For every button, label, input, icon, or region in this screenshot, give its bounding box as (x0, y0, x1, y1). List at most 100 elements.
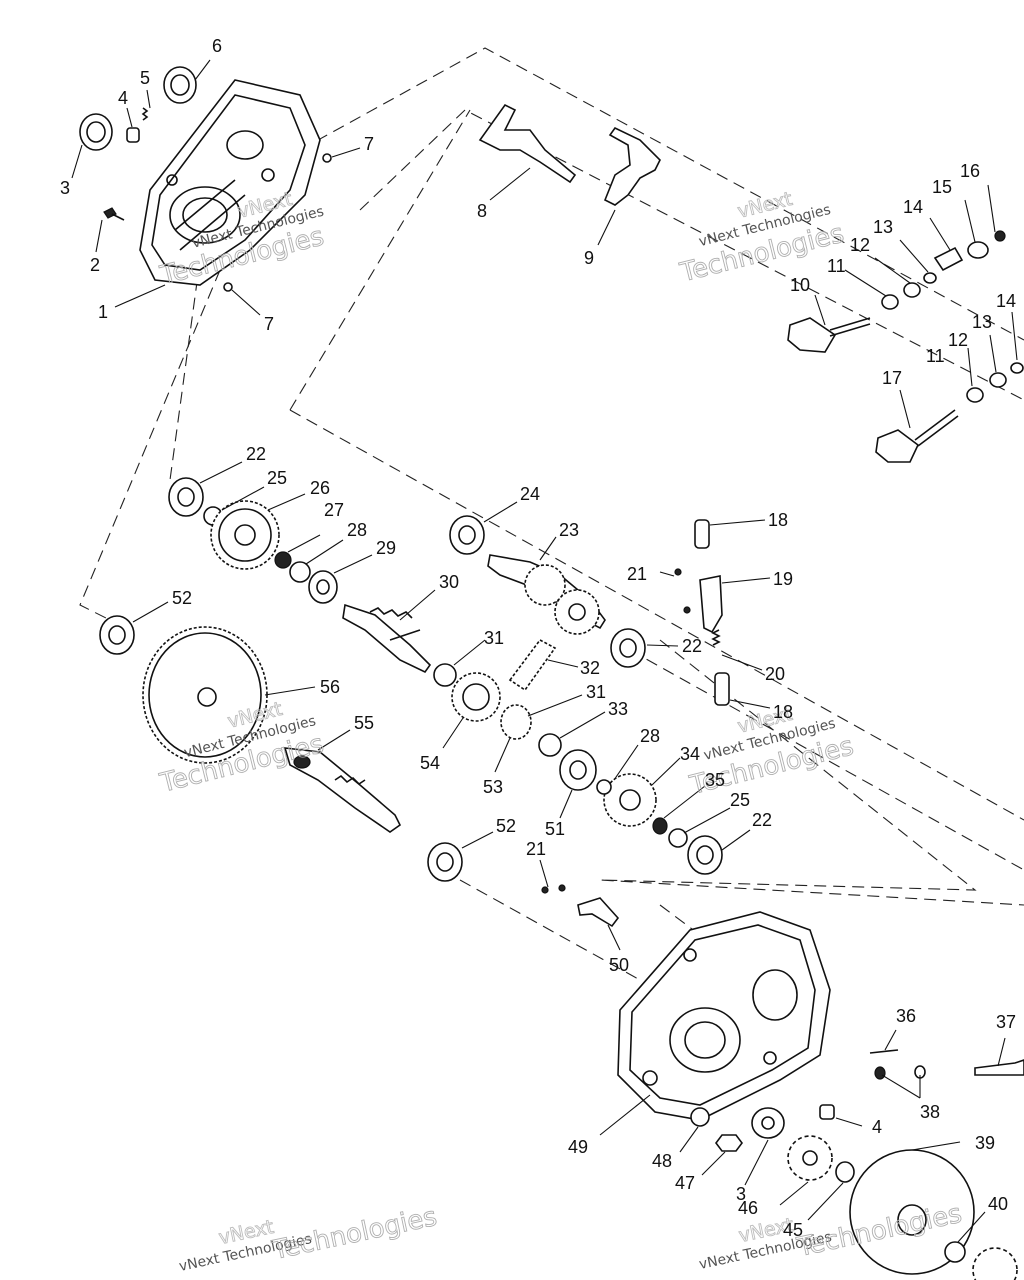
pin-21a (674, 568, 682, 576)
shift-fork-8 (478, 103, 577, 184)
pin-36 (869, 1049, 899, 1054)
label-14: 14 (903, 197, 923, 217)
seal-6 (163, 66, 197, 104)
bolt-2 (103, 207, 125, 221)
label-56: 56 (320, 677, 340, 697)
drain-plug-47 (715, 1134, 743, 1152)
clip-35 (652, 817, 668, 835)
shaft-30 (342, 603, 432, 674)
clip-31a (433, 663, 457, 687)
bearing-24 (449, 515, 485, 555)
label-47: 47 (675, 1173, 695, 1193)
svg-text:Technologies: Technologies (269, 1202, 440, 1266)
label-21: 21 (526, 839, 546, 859)
label-4: 4 (118, 88, 128, 108)
gear-54 (451, 672, 501, 722)
oring-38a (874, 1066, 886, 1080)
label-17: 17 (882, 368, 902, 388)
label-52: 52 (172, 588, 192, 608)
label-22: 22 (682, 636, 702, 656)
label-11: 11 (827, 256, 846, 276)
label-52: 52 (496, 816, 516, 836)
gear-26 (210, 500, 280, 570)
label-33: 33 (608, 699, 628, 719)
bearing-22c (687, 835, 723, 875)
case-half-left (139, 79, 321, 286)
watermark-5: vNext vNext Technologies Technologies (178, 1201, 440, 1275)
bearing-cage-32 (508, 638, 557, 692)
label-49: 49 (568, 1137, 588, 1157)
bushing-29 (308, 570, 338, 604)
label-21: 21 (627, 564, 647, 584)
label-7: 7 (364, 134, 374, 154)
label-3: 3 (60, 178, 70, 198)
bearing-22b (610, 628, 646, 668)
label-2: 2 (90, 255, 100, 275)
label-23: 23 (559, 520, 579, 540)
label-31: 31 (586, 682, 606, 702)
label-28: 28 (347, 520, 367, 540)
label-1: 1 (98, 302, 108, 322)
label-55: 55 (354, 713, 374, 733)
washer-48 (690, 1107, 710, 1127)
label-19: 19 (773, 569, 793, 589)
detent-18a (694, 519, 710, 549)
label-15: 15 (932, 177, 952, 197)
leader-lines (71, 59, 1018, 1243)
label-36: 36 (896, 1006, 916, 1026)
label-26: 26 (310, 478, 330, 498)
seal-3 (79, 113, 113, 151)
assembly-dashed-lines (79, 47, 1024, 981)
label-3: 3 (736, 1184, 746, 1204)
washer-28a (289, 561, 311, 583)
pin-21b (683, 606, 691, 614)
label-25: 25 (730, 790, 750, 810)
label-34: 34 (680, 744, 700, 764)
shaft-37 (974, 1059, 1024, 1076)
label-6: 6 (212, 36, 222, 56)
pin-4 (126, 127, 140, 143)
label-7: 7 (264, 314, 274, 334)
label-37: 37 (996, 1012, 1016, 1032)
label-48: 48 (652, 1151, 672, 1171)
label-10: 10 (790, 275, 810, 295)
label-32: 32 (580, 658, 600, 678)
label-54: 54 (420, 753, 440, 773)
dowel-7a (322, 153, 332, 163)
gear-34 (603, 773, 657, 827)
label-25: 25 (267, 468, 287, 488)
washer-45 (835, 1161, 855, 1183)
label-27: 27 (324, 500, 344, 520)
label-13: 13 (972, 312, 992, 332)
callout-labels: 6 5 4 3 7 2 1 7 8 9 16 15 14 13 12 11 10… (60, 36, 1016, 1240)
label-16: 16 (960, 161, 980, 181)
label-5: 5 (140, 68, 150, 88)
label-14: 14 (996, 291, 1016, 311)
label-30: 30 (439, 572, 459, 592)
washer-40 (944, 1241, 966, 1263)
label-18: 18 (768, 510, 788, 530)
bearing-53 (500, 704, 532, 740)
label-12: 12 (948, 330, 968, 350)
clutch-39 (849, 1149, 975, 1275)
label-22: 22 (752, 810, 772, 830)
shift-shaft-17 (875, 362, 1024, 463)
dowel-7b (223, 282, 233, 292)
washer-25b (668, 828, 688, 848)
label-8: 8 (477, 201, 487, 221)
spring-5 (141, 107, 149, 121)
label-11: 11 (926, 346, 945, 366)
case-half-right (617, 911, 831, 1121)
sprocket-bottom (972, 1247, 1018, 1280)
label-46: 46 (738, 1198, 758, 1218)
label-50: 50 (609, 955, 629, 975)
label-39: 39 (975, 1133, 995, 1153)
washer-33 (538, 733, 562, 757)
detent-18b (714, 672, 730, 706)
label-35: 35 (705, 770, 725, 790)
bearing-52b (427, 842, 463, 882)
label-31: 31 (484, 628, 504, 648)
plug-4b (819, 1104, 835, 1120)
label-40: 40 (988, 1194, 1008, 1214)
